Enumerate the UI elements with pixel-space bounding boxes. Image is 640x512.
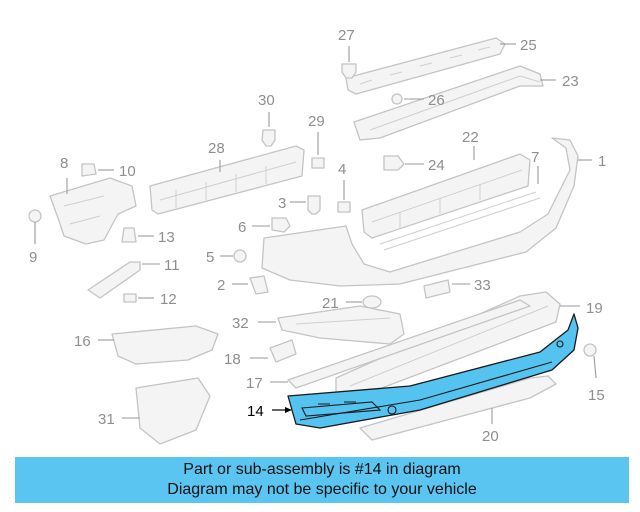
part-1-bumper-cover: 1 [261, 137, 606, 287]
part-13-clip: 13 [121, 227, 175, 246]
svg-text:7: 7 [531, 149, 539, 166]
part-6-clip: 6 [238, 217, 291, 236]
svg-text:23: 23 [562, 73, 579, 90]
banner-line-disclaimer: Diagram may not be specific to your vehi… [167, 481, 477, 498]
svg-text:3: 3 [278, 195, 286, 212]
part-9-screw: 9 [28, 209, 42, 266]
banner-line-part: Part or sub-assembly is #14 in diagram [183, 461, 461, 478]
svg-text:16: 16 [74, 333, 91, 350]
callout-25: 25 [500, 37, 537, 54]
svg-text:2: 2 [217, 277, 225, 294]
svg-text:19: 19 [586, 300, 603, 317]
svg-text:10: 10 [119, 163, 136, 180]
part-2-bracket: 2 [217, 275, 269, 295]
part-3-pin: 3 [278, 195, 321, 215]
svg-text:18: 18 [224, 351, 241, 368]
part-16-deflector: 16 [74, 325, 219, 365]
part-33-reflector: 33 [423, 277, 491, 299]
svg-text:20: 20 [482, 428, 499, 445]
part-21-sensor: 21 [322, 295, 382, 312]
svg-text:9: 9 [29, 249, 37, 266]
svg-text:17: 17 [246, 375, 263, 392]
part-30-clip: 30 [258, 92, 276, 147]
callout-7: 7 [531, 149, 539, 184]
part-23-reinforcement [353, 65, 544, 141]
svg-text:31: 31 [98, 411, 115, 428]
svg-text:21: 21 [322, 295, 339, 312]
part-29-fastener: 29 [308, 113, 325, 169]
svg-text:26: 26 [428, 92, 445, 109]
svg-text:14: 14 [247, 403, 264, 420]
parts-diagram: 25 27 23 26 30 29 28 [28, 27, 606, 445]
part-5-screw: 5 [206, 249, 247, 266]
svg-text:1: 1 [598, 153, 606, 170]
svg-text:24: 24 [428, 157, 445, 174]
svg-text:5: 5 [206, 249, 214, 266]
svg-text:25: 25 [520, 37, 537, 54]
callout-23: 23 [540, 73, 579, 90]
part-22-absorber: 22 [361, 129, 531, 239]
part-32-trim: 32 [232, 305, 405, 345]
svg-text:8: 8 [60, 155, 68, 172]
part-31-bracket: 31 [98, 377, 211, 445]
part-18-bracket: 18 [224, 339, 297, 368]
svg-text:27: 27 [338, 27, 355, 44]
part-14-valance [287, 313, 579, 429]
part-15-clip: 15 [583, 343, 605, 404]
svg-text:33: 33 [474, 277, 491, 294]
svg-text:15: 15 [588, 387, 605, 404]
svg-text:11: 11 [164, 257, 180, 274]
svg-text:28: 28 [208, 140, 225, 157]
part-12-clip: 12 [123, 291, 177, 308]
part-27-clip: 27 [338, 27, 357, 79]
svg-text:32: 32 [232, 315, 249, 332]
part-24-bolt: 24 [383, 155, 445, 174]
svg-text:12: 12 [160, 291, 177, 308]
svg-text:30: 30 [258, 92, 275, 109]
part-4-fastener: 4 [337, 161, 351, 213]
part-11-bracket: 11 [87, 257, 180, 299]
part-10-clip: 10 [81, 163, 136, 180]
svg-text:4: 4 [338, 161, 346, 178]
part-20-skirt: 20 [359, 375, 557, 445]
callout-14: 14 [247, 403, 292, 420]
part-17-retainer: 17 [246, 299, 531, 392]
svg-text:22: 22 [462, 129, 479, 146]
svg-text:6: 6 [238, 219, 246, 236]
svg-text:29: 29 [308, 113, 325, 130]
part-8-bracket: 8 [49, 155, 137, 245]
part-info-banner: Part or sub-assembly is #14 in diagram D… [15, 457, 629, 503]
part-28-absorber: 28 [149, 140, 305, 215]
part-26-screw: 26 [391, 92, 445, 109]
part-25-bracket [345, 37, 506, 95]
svg-text:13: 13 [158, 229, 175, 246]
